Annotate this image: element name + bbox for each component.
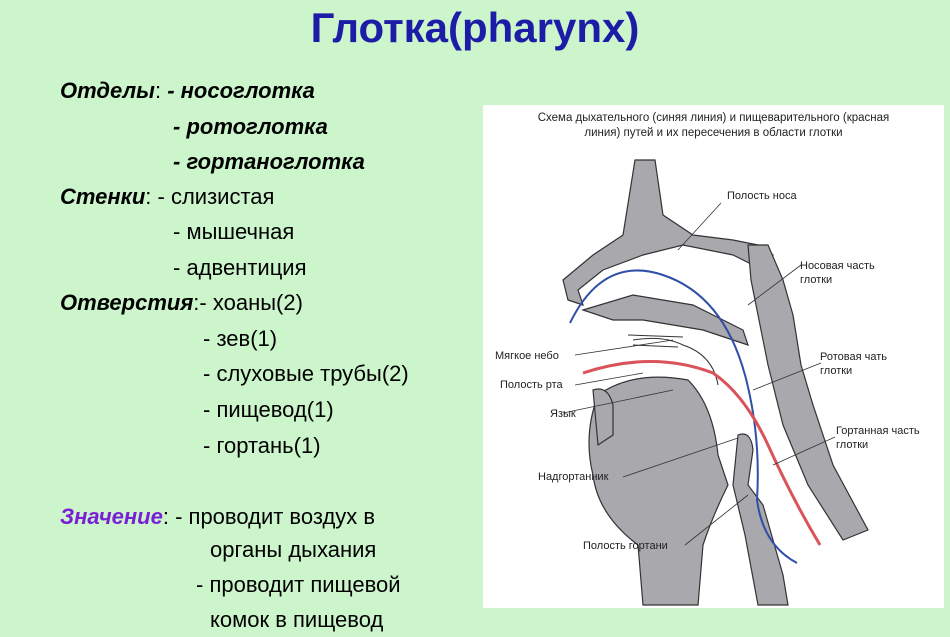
nasal-bone (562, 159, 774, 306)
head-section-illustration (562, 159, 869, 606)
stenki-label: Стенки (60, 184, 146, 209)
hard-palate (581, 294, 749, 346)
label-nasal-cavity: Полость носа (727, 190, 797, 202)
otverstiya-item: - пищевод(1) (203, 397, 334, 422)
pharynx-diagram: Схема дыхательного (синяя линия) и пищев… (483, 105, 944, 608)
stenki-item: - мышечная (173, 219, 295, 244)
otdely-line-1: Отделы: - носоглотка (60, 78, 315, 103)
stenki-item: - адвентиция (173, 255, 307, 280)
znachenie-label: Значение (60, 504, 163, 529)
label-oral-cavity: Полость рта (500, 379, 563, 391)
label-line: Гортанная часть (836, 425, 920, 437)
label-epiglottis: Надгортанник (538, 471, 609, 483)
otdely-label: Отделы (60, 78, 155, 103)
znachenie-item: комок в пищевод (210, 607, 384, 632)
label-line: Носовая часть (800, 260, 875, 272)
znachenie-line-1: Значение: - проводит воздух в (60, 504, 376, 529)
foodway-line (582, 360, 822, 546)
otverstiya-item: - гортань(1) (203, 433, 321, 458)
stenki-line-1: Стенки: - слизистая (60, 184, 275, 209)
caption-line: Схема дыхательного (синяя линия) и пищев… (537, 112, 890, 124)
label-soft-palate: Мягкое небо (495, 350, 559, 362)
teeth (627, 334, 684, 348)
diagram-caption: Схема дыхательного (синяя линия) и пищев… (483, 111, 944, 141)
label-line: Ротовая чать (820, 351, 887, 363)
label-line: глотки (820, 365, 853, 377)
znachenie-item: - проводит воздух в (175, 504, 376, 529)
znachenie-item: - проводит пищевой (196, 572, 401, 597)
tongue (588, 376, 729, 606)
otverstiya-line-1: Отверстия:- хоаны(2) (60, 290, 303, 315)
otverstiya-item: - хоаны(2) (199, 290, 303, 315)
otdely-item: - ротоглотка (173, 114, 328, 139)
label-larynx-cavity: Полость гортани (583, 540, 668, 552)
stenki-item: - слизистая (157, 184, 275, 209)
otverstiya-item: - зев(1) (203, 326, 278, 351)
otverstiya-label: Отверстия (60, 290, 194, 315)
label-nasopharynx: Носовая часть глотки (800, 259, 875, 287)
znachenie-item: органы дыхания (210, 537, 377, 562)
label-tongue: Язык (550, 408, 576, 420)
spine (747, 244, 869, 541)
otverstiya-item: - слуховые трубы(2) (203, 361, 409, 386)
label-laryngopharynx: Гортанная часть глотки (836, 424, 920, 452)
airway-line (569, 269, 798, 564)
label-oropharynx: Ротовая чать глотки (820, 350, 887, 378)
otdely-item: - носоглотка (167, 78, 315, 103)
label-line: глотки (836, 439, 869, 451)
otdely-item: - гортаноглотка (173, 149, 365, 174)
lower-jaw (592, 388, 614, 447)
caption-line: линия) путей и их пересечения в области … (584, 127, 843, 139)
slide-title: Глотка(pharynx) (310, 4, 640, 51)
label-line: глотки (800, 274, 833, 286)
